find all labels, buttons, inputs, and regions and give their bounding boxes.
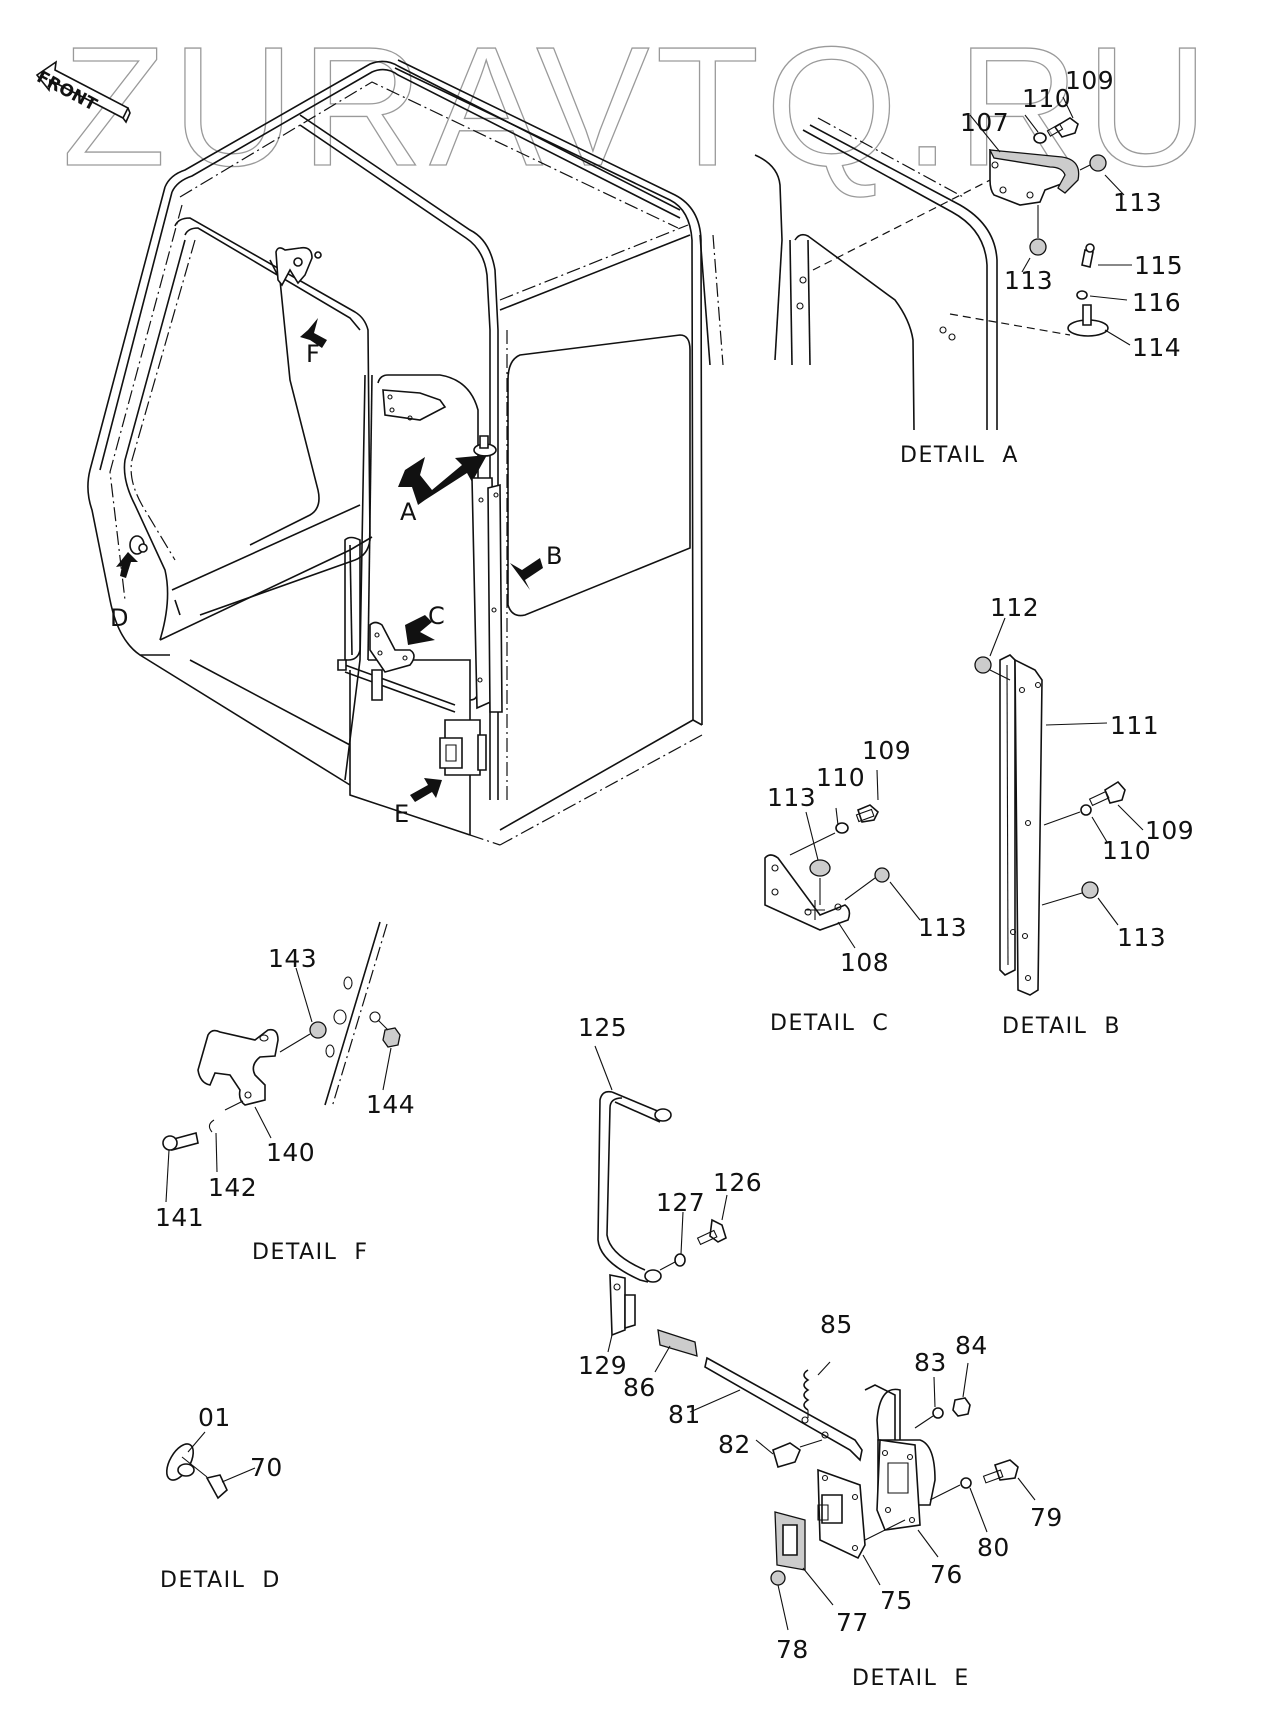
part-label: 81: [668, 1400, 701, 1429]
part-label: 110: [1022, 84, 1072, 113]
part-label: 114: [1132, 333, 1182, 362]
detail-a-leaders: [970, 97, 1132, 345]
detail-f-leaders: [166, 968, 391, 1202]
part-label: 126: [713, 1168, 763, 1197]
part-label: 80: [977, 1533, 1010, 1562]
part-label: 113: [918, 913, 968, 942]
part-label: 111: [1110, 711, 1160, 740]
part-label: 113: [767, 783, 817, 812]
cab-assembly: [88, 60, 702, 845]
detail-c-drawing: [765, 805, 889, 930]
part-label: 143: [268, 944, 318, 973]
part-label: 86: [623, 1373, 656, 1402]
detail-e-title: DETAIL E: [852, 1666, 970, 1691]
part-label: 76: [930, 1560, 963, 1589]
detail-f-title: DETAIL F: [252, 1240, 369, 1265]
part-label: 82: [718, 1430, 751, 1459]
part-label: 85: [820, 1310, 853, 1339]
part-label: 113: [1113, 188, 1163, 217]
part-label: 70: [250, 1453, 283, 1482]
front-arrow-icon: [37, 62, 130, 122]
detail-f-drawing: [163, 922, 400, 1150]
part-label: 108: [840, 948, 890, 977]
callout-a: A: [400, 498, 417, 526]
callout-d: D: [110, 604, 129, 632]
part-label: 140: [266, 1138, 316, 1167]
part-label: 129: [578, 1351, 628, 1380]
part-label: 83: [914, 1348, 947, 1377]
detail-b-title: DETAIL B: [1002, 1014, 1121, 1039]
part-label: 109: [862, 736, 912, 765]
part-label: 141: [155, 1203, 205, 1232]
detail-e-drawing: [598, 1092, 1018, 1585]
part-label: 127: [656, 1188, 706, 1217]
part-label: 110: [816, 763, 866, 792]
detail-c-leaders: [806, 770, 920, 948]
part-label: 107: [960, 108, 1010, 137]
part-label: 109: [1065, 66, 1115, 95]
part-label: 79: [1030, 1503, 1063, 1532]
part-label: 115: [1134, 251, 1184, 280]
detail-c-title: DETAIL C: [770, 1011, 890, 1036]
detail-b-drawing: [975, 655, 1125, 995]
detail-a-drawing: [700, 118, 1108, 430]
part-label: 109: [1145, 816, 1195, 845]
part-label: 01: [198, 1403, 231, 1432]
part-label: 78: [776, 1635, 809, 1664]
part-label: 113: [1004, 266, 1054, 295]
detail-e-leaders: [595, 1046, 1035, 1630]
part-label: 75: [880, 1586, 913, 1615]
callout-e: E: [394, 800, 410, 828]
callout-f: F: [306, 340, 320, 368]
callout-b: B: [546, 542, 563, 570]
detail-b-leaders: [990, 618, 1143, 925]
part-label: 116: [1132, 288, 1182, 317]
part-label: 112: [990, 593, 1040, 622]
callout-c: C: [428, 602, 445, 630]
detail-a-title: DETAIL A: [900, 443, 1019, 468]
detail-d-title: DETAIL D: [160, 1568, 281, 1593]
part-label: 77: [836, 1608, 869, 1637]
detail-d-drawing: [161, 1432, 255, 1498]
part-label: 113: [1117, 923, 1167, 952]
part-label: 110: [1102, 836, 1152, 865]
part-label: 125: [578, 1013, 628, 1042]
part-label: 142: [208, 1173, 258, 1202]
part-label: 84: [955, 1331, 988, 1360]
part-label: 144: [366, 1090, 416, 1119]
